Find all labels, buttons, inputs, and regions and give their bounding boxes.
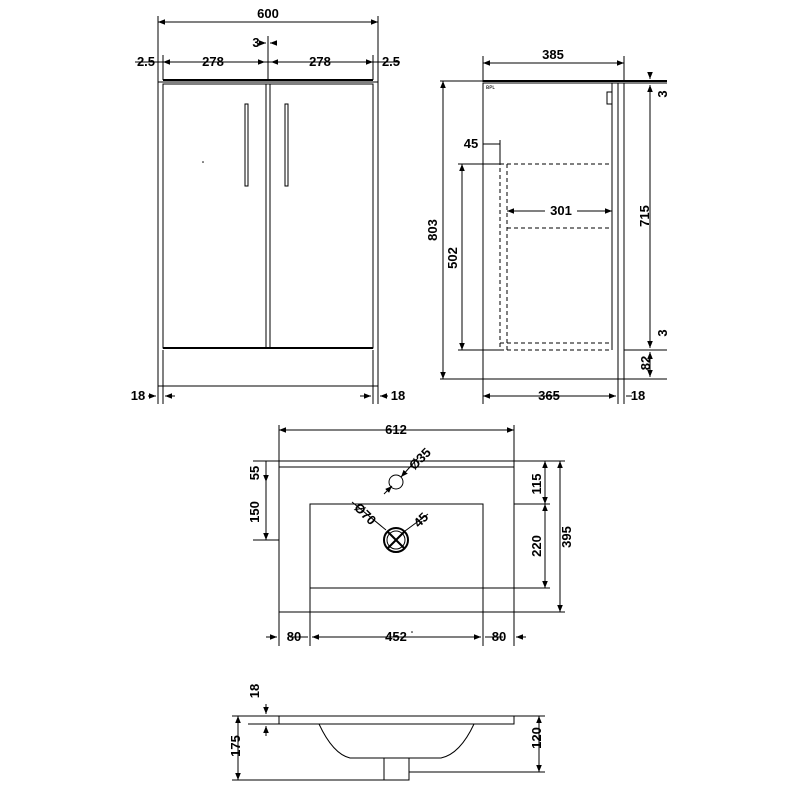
dim-overall-height: 803 <box>425 219 440 241</box>
dim-waste-angle: 45 <box>410 509 431 530</box>
door-left <box>162 83 267 349</box>
basin-section-view: 18 175 120 <box>228 684 545 781</box>
dim-basin-depth: 395 <box>559 526 574 548</box>
dim-left-margin: 80 <box>287 629 301 644</box>
dim-side-left: 2.5 <box>137 54 155 69</box>
dim-leg-left: 18 <box>131 388 145 403</box>
basin-plan-view: 612 Ø35 Ø70 45 55 150 115 2 <box>247 422 574 646</box>
side-view: 385 ʙᴘʟ 45 301 803 502 <box>425 47 670 404</box>
dim-door-left: 278 <box>202 54 224 69</box>
handle-left <box>244 103 249 187</box>
dim-door-gap: 3 <box>252 35 259 50</box>
dim-right-margin: 80 <box>492 629 506 644</box>
dim-bowl-depth: 120 <box>529 727 544 749</box>
dim-tap-hole: Ø35 <box>406 445 434 473</box>
dim-section-height: 175 <box>228 735 243 757</box>
dim-top-gap: 3 <box>655 90 670 97</box>
dim-front-margin: 55 <box>247 466 262 480</box>
dim-shelf-offset: 45 <box>464 136 478 151</box>
dim-bottom-gap: 3 <box>655 329 670 336</box>
dim-bowl-length: 220 <box>529 535 544 557</box>
waste-pipe <box>383 757 410 781</box>
dim-rim-thickness: 18 <box>247 684 262 698</box>
basin-outline <box>278 460 515 613</box>
dim-door-right: 278 <box>309 54 331 69</box>
dim-plinth-height: 82 <box>638 356 653 370</box>
dim-basin-width: 612 <box>385 422 407 437</box>
dim-side-depth-bottom: 365 <box>538 388 560 403</box>
dim-bowl-width: 452 <box>385 629 407 644</box>
side-tiny-label: ʙᴘʟ <box>486 85 495 91</box>
dim-leg-right: 18 <box>391 388 405 403</box>
basin-rim <box>278 715 515 725</box>
dim-shelf-depth: 301 <box>550 203 572 218</box>
basin-bowl-profile <box>318 723 475 759</box>
dim-side-depth-top: 385 <box>542 47 564 62</box>
dim-side-right: 2.5 <box>382 54 400 69</box>
dim-back-offset: 18 <box>631 388 645 403</box>
dim-rim-to-tap: 115 <box>529 474 544 495</box>
dim-drawer-height: 502 <box>445 247 460 269</box>
dim-bowl-offset: 150 <box>247 501 262 523</box>
dim-carcass-height: 715 <box>637 205 652 227</box>
dim-front-width: 600 <box>257 6 279 21</box>
handle-right <box>284 103 289 187</box>
front-view: 600 3 2.5 278 278 2.5 18 <box>131 6 405 404</box>
waste-outlet-icon <box>383 527 409 553</box>
tap-hole-icon <box>388 474 404 490</box>
basin-bowl <box>309 503 484 589</box>
